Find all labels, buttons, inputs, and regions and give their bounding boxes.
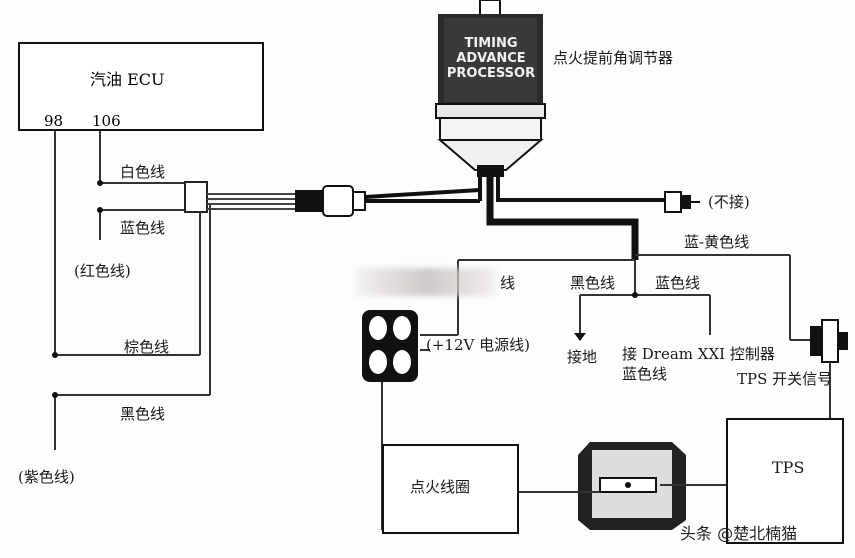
label-ground: 接地 <box>567 348 598 366</box>
tap-label: TIMING ADVANCE PROCESSOR <box>446 36 536 81</box>
blurred-region <box>356 268 496 296</box>
label-red-wire: (红色线) <box>74 262 131 280</box>
watermark: 头条 @楚北楠猫 <box>680 524 798 543</box>
label-not-connected: (不接) <box>708 193 750 211</box>
tap-line-2: ADVANCE <box>456 51 526 66</box>
tap-line-3: PROCESSOR <box>446 66 536 81</box>
label-partial-wire: 线 <box>500 274 516 292</box>
label-blue-wire-2: 蓝色线 <box>655 274 701 292</box>
label-blue-wire: 蓝色线 <box>120 219 166 237</box>
ignition-coil-label: 点火线圈 <box>410 478 471 496</box>
label-black-wire: 黑色线 <box>120 405 166 423</box>
label-tps-signal: TPS 开关信号 <box>737 370 833 388</box>
tps-label: TPS <box>772 458 805 477</box>
label-dream-controller: 接 Dream XXI 控制器 <box>622 345 775 363</box>
ecu-box: 汽油 ECU 98 106 <box>18 42 264 131</box>
ecu-pin-106: 106 <box>92 112 121 130</box>
label-blue-yellow-wire: 蓝-黄色线 <box>684 233 750 251</box>
label-black-wire-2: 黑色线 <box>570 274 616 292</box>
label-12v-power: (+12V 电源线) <box>426 336 530 354</box>
tps-box: TPS <box>726 418 844 544</box>
ecu-pin-98: 98 <box>44 112 64 130</box>
label-brown-wire: 棕色线 <box>124 338 170 356</box>
label-dream-blue-wire: 蓝色线 <box>622 365 668 383</box>
tap-caption: 点火提前角调节器 <box>553 49 674 67</box>
ecu-title: 汽油 ECU <box>90 70 165 89</box>
ignition-coil-box: 点火线圈 <box>382 444 519 534</box>
tap-line-1: TIMING <box>464 36 518 51</box>
label-purple-wire: (紫色线) <box>18 468 75 486</box>
label-white-wire: 白色线 <box>120 163 166 181</box>
